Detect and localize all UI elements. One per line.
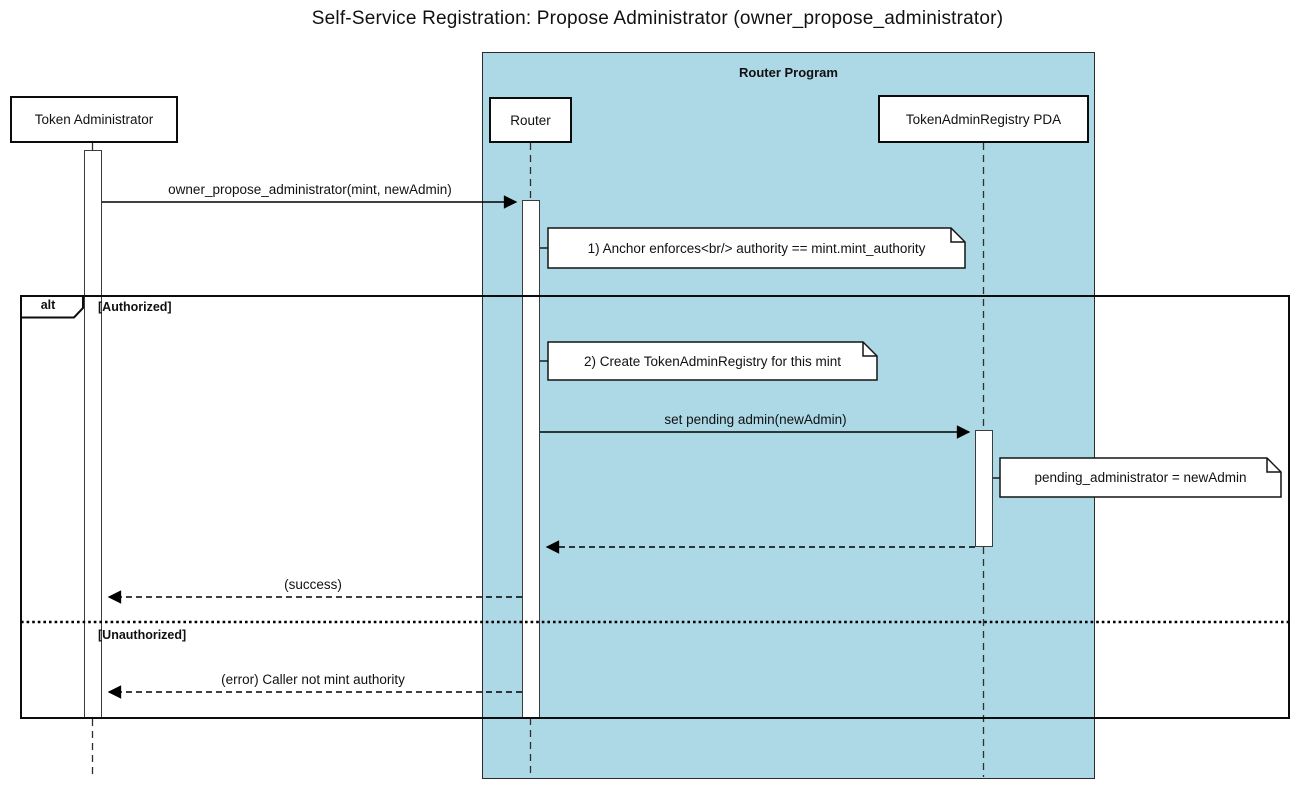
note-create-registry: 2) Create TokenAdminRegistry for this mi… xyxy=(583,353,842,369)
group-router-program xyxy=(482,52,1095,779)
message-label-propose: owner_propose_administrator(mint, newAdm… xyxy=(168,182,452,197)
message-label-error: (error) Caller not mint authority xyxy=(221,672,405,687)
message-label-success: (success) xyxy=(284,577,342,592)
message-label-set-pending: set pending admin(newAdmin) xyxy=(664,412,847,427)
participant-tokenadminregistry-pda: TokenAdminRegistry PDA xyxy=(878,95,1089,143)
page-title: Self-Service Registration: Propose Admin… xyxy=(311,8,1004,29)
guard-authorized: [Authorized] xyxy=(98,300,172,314)
guard-unauthorized: [Unauthorized] xyxy=(98,628,187,642)
group-label: Router Program xyxy=(739,65,838,80)
activation-registry xyxy=(975,430,993,547)
note-anchor-enforces: 1) Anchor enforces<br/> authority == min… xyxy=(587,240,926,256)
note-pending-admin: pending_administrator = newAdmin xyxy=(1034,470,1247,485)
participant-token-administrator: Token Administrator xyxy=(10,96,178,143)
alt-frame xyxy=(20,295,1290,719)
participant-router: Router xyxy=(489,97,572,143)
alt-operator-label: alt xyxy=(40,298,56,312)
